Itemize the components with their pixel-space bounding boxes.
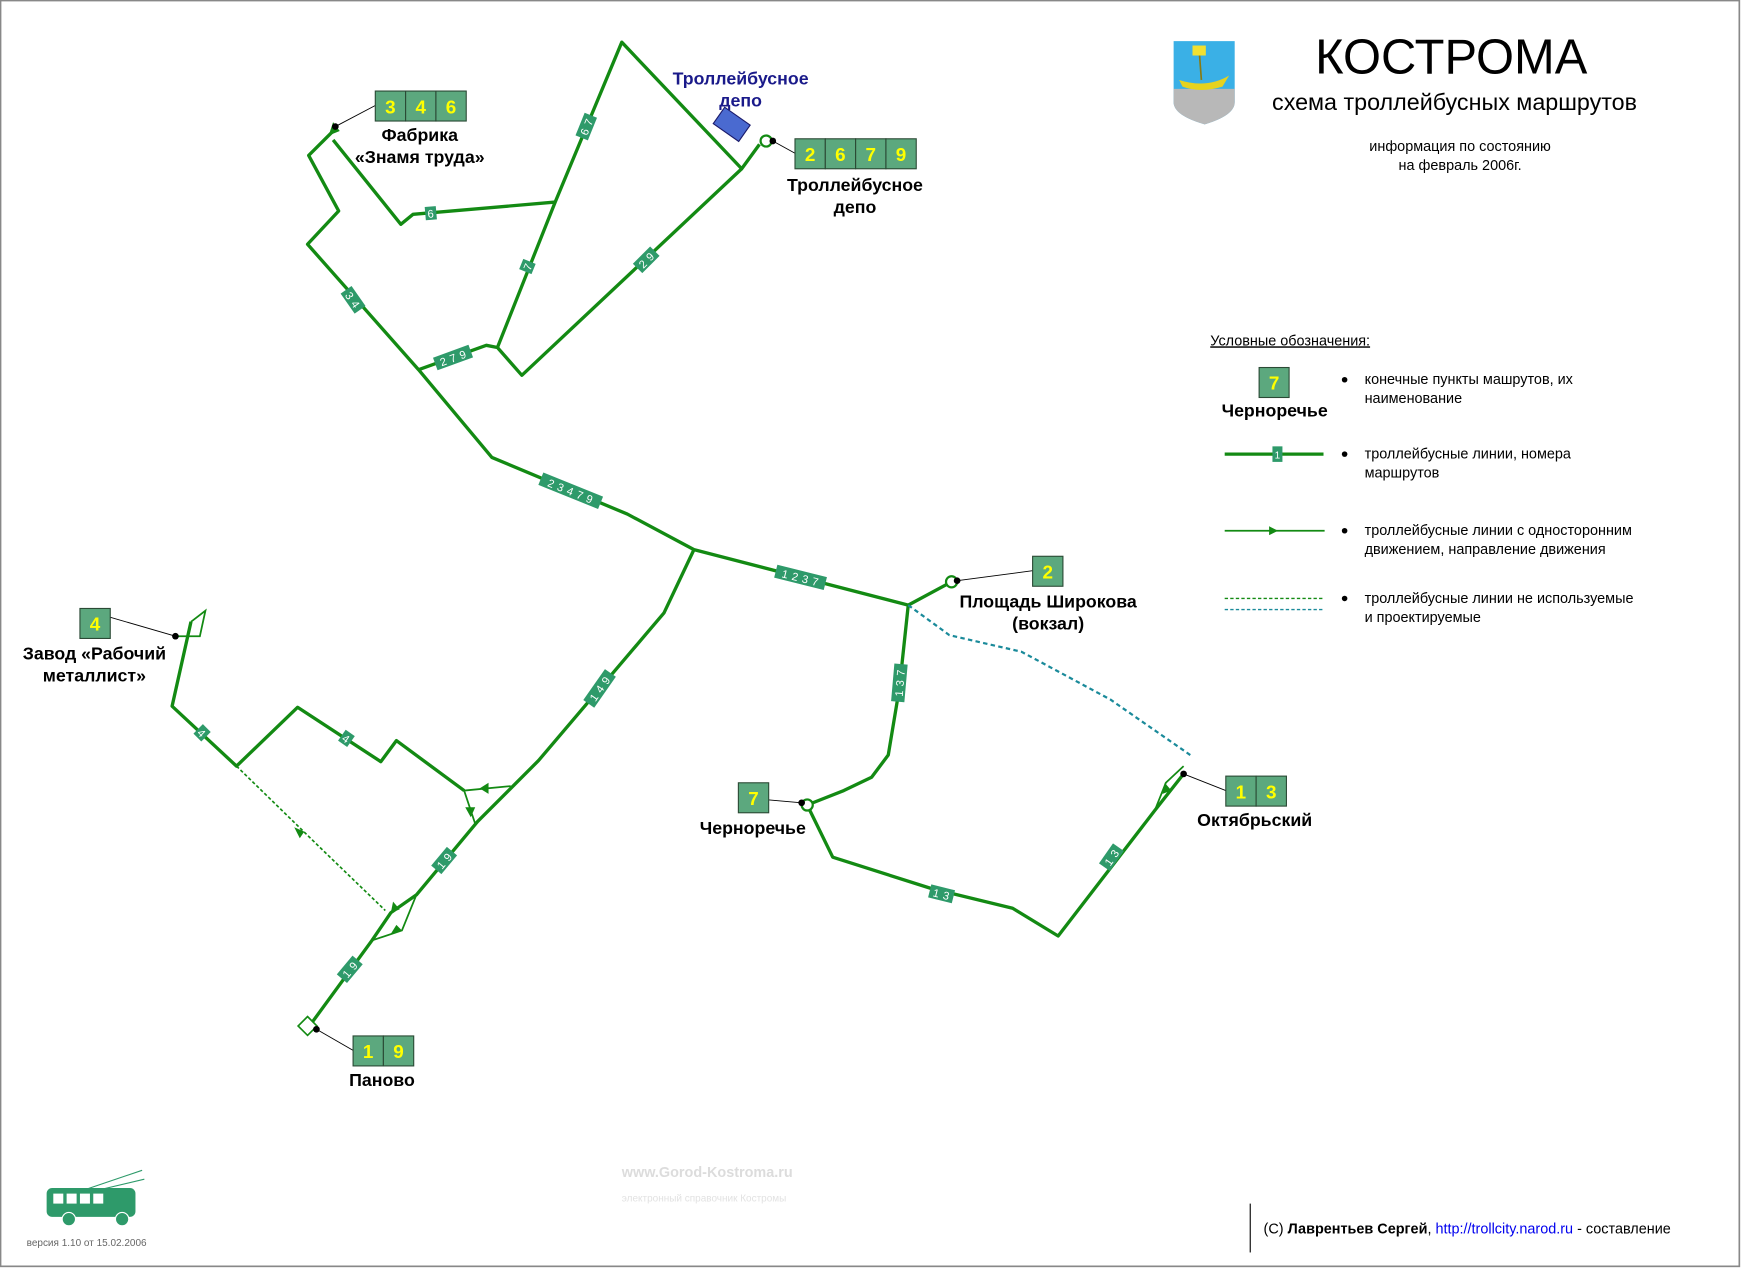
info-line-2: на февраль 2006г. xyxy=(1399,158,1522,174)
terminal-route-number: 6 xyxy=(446,96,457,117)
legend-item-text-2: маршрутов xyxy=(1365,465,1440,481)
line-6 xyxy=(331,138,556,226)
terminal-route-number: 4 xyxy=(415,96,426,117)
site-link[interactable]: http://trollcity.narod.ru xyxy=(1435,1222,1573,1238)
depot-title-1: Троллейбусное xyxy=(673,68,809,88)
watermark-subtext: электронный справочник Костромы xyxy=(622,1193,787,1204)
watermark-layer: www.Gorod-Kostroma.ru электронный справо… xyxy=(621,1165,793,1204)
legend-sample-route: 7 xyxy=(1269,373,1280,394)
depot-building-icon xyxy=(712,106,751,143)
route-segment-label: 4 xyxy=(193,724,211,742)
route-segment-label: 4 xyxy=(338,729,355,748)
depot-title-2: депо xyxy=(719,91,762,111)
terminal-name-line2: (вокзал) xyxy=(1012,614,1084,634)
terminal-name-line2: депо xyxy=(834,197,877,217)
route-segment-label: 1 3 xyxy=(928,884,956,904)
legend-sample-line-label: 1 xyxy=(1275,451,1281,462)
terminal-route-number: 3 xyxy=(385,96,396,117)
terminal-route-number: 2 xyxy=(1042,561,1052,582)
terminal-name: Октябрьский xyxy=(1197,810,1312,830)
route-numbers: 6 7 xyxy=(579,117,597,137)
route-numbers: 7 xyxy=(522,262,536,273)
line-unused-teal xyxy=(907,604,1191,756)
terminal-route-number: 7 xyxy=(748,788,758,809)
legend-item-text: троллейбусные линии, номера xyxy=(1365,447,1572,463)
terminal-name-line2: металлист» xyxy=(43,666,146,686)
terminal-route-number: 7 xyxy=(865,144,876,165)
terminal-name: Фабрика xyxy=(381,125,458,145)
version-text: версия 1.10 от 15.02.2006 xyxy=(27,1238,147,1249)
terminal-route-number: 1 xyxy=(1236,781,1247,802)
trolleybus-network xyxy=(170,40,1191,1037)
info-line-1: информация по состоянию xyxy=(1369,139,1551,155)
terminal-name: Завод «Рабочий xyxy=(23,644,166,664)
route-segment-label: 6 xyxy=(424,206,437,221)
line-unused-green xyxy=(235,765,386,912)
legend-item-text-2: движением, направление движения xyxy=(1365,542,1606,558)
legend-item-text-2: и проектируемые xyxy=(1365,610,1481,626)
terminal-route-number: 6 xyxy=(835,144,845,165)
terminal-route-number: 3 xyxy=(1266,781,1277,802)
coat-of-arms xyxy=(1173,41,1235,125)
credits: (C) Лаврентьев Сергей, http://trollcity.… xyxy=(1264,1222,1671,1238)
terminal-route-number: 9 xyxy=(393,1041,404,1062)
legend-item-text: конечные пункты машрутов, их xyxy=(1365,372,1574,388)
terminal-name-line2: «Знамя труда» xyxy=(355,147,485,167)
route-segment-label: 7 xyxy=(519,258,536,275)
route-segment-label: 1 3 7 xyxy=(891,663,908,703)
legend-title: Условные обозначения: xyxy=(1210,333,1370,349)
terminal-route-number: 1 xyxy=(363,1041,374,1062)
route-numbers: 6 xyxy=(427,208,435,221)
legend-item-text-2: наименование xyxy=(1365,391,1463,407)
legend-item-text: троллейбусные линии не используемые xyxy=(1365,591,1634,607)
legend-sample-name: Черноречье xyxy=(1222,400,1328,420)
line-13-terminal-loop xyxy=(1153,765,1185,811)
terminal-name: Паново xyxy=(349,1070,415,1090)
line-137-13 xyxy=(805,604,1185,938)
route-numbers: 1 3 xyxy=(931,887,950,903)
terminal-name: Троллейбусное xyxy=(787,175,923,195)
terminal-route-number: 4 xyxy=(90,614,101,635)
legend: Условные обозначения: 7 Черноречье 1 кон… xyxy=(1210,333,1633,625)
terminal-name: Черноречье xyxy=(700,818,806,838)
trolleybus-icon xyxy=(46,1169,145,1227)
terminal-name: Площадь Широкова xyxy=(960,591,1137,611)
line-4-terminal-loop xyxy=(175,608,207,638)
legend-item-text: троллейбусные линии с односторонним xyxy=(1365,523,1632,539)
terminal-route-number: 9 xyxy=(896,144,906,165)
terminal-route-number: 2 xyxy=(805,144,816,165)
author-name: Лаврентьев Сергей xyxy=(1288,1222,1428,1238)
route-numbers: 1 3 7 xyxy=(894,669,908,697)
map-title: КОСТРОМА xyxy=(1315,30,1588,84)
route-segment-label: 6 7 xyxy=(575,112,598,141)
map-subtitle: схема троллейбусных маршрутов xyxy=(1272,89,1637,115)
line-67-7 xyxy=(495,40,761,349)
watermark-text: www.Gorod-Kostroma.ru xyxy=(621,1165,793,1181)
line-4 xyxy=(170,621,466,792)
